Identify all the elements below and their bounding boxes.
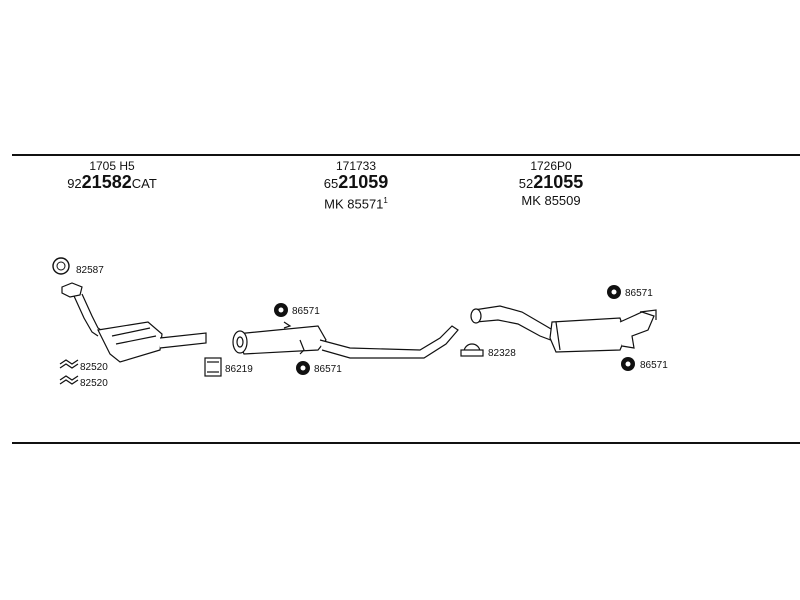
section-header-catalyst: 1705 H5 9221582CAT	[52, 159, 172, 193]
middle-silencer-prefix: 65	[323, 176, 339, 191]
rear-silencer-number: 21055	[533, 172, 584, 192]
rear-silencer-part-number: 5221055	[491, 173, 611, 193]
label-86571-c: 86571	[625, 288, 653, 299]
rear-silencer-mk: MK 85509	[521, 193, 581, 208]
middle-silencer-mk: MK 855711	[296, 193, 416, 212]
clamp-icon-82328	[460, 343, 484, 357]
section-header-rear-silencer: 1726P0 5221055 MK 85509	[491, 159, 611, 209]
catalyst-assembly	[61, 282, 207, 363]
catalyst-code: 1705 H5	[89, 159, 135, 173]
label-82520-a: 82520	[80, 362, 108, 373]
middle-silencer-number: 21059	[338, 172, 389, 192]
catalyst-suffix: CAT	[131, 176, 157, 191]
top-rule	[12, 154, 800, 156]
clamp-icon-b	[59, 375, 79, 385]
label-82520-b: 82520	[80, 378, 108, 389]
catalyst-number: 21582	[81, 172, 132, 192]
rear-silencer-prefix: 52	[518, 176, 534, 191]
rubber-mount-icon-b	[296, 361, 310, 375]
middle-silencer-code: 171733	[335, 159, 377, 173]
middle-silencer-assembly	[232, 321, 459, 359]
label-82587: 82587	[76, 265, 104, 276]
middle-silencer-mk-sup: 1	[383, 196, 388, 205]
catalyst-prefix: 92	[67, 176, 82, 191]
rear-silencer-assembly	[470, 305, 657, 353]
section-header-middle-silencer: 171733 6521059 MK 855711	[296, 159, 416, 212]
label-86219: 86219	[225, 364, 253, 375]
label-86571-b: 86571	[314, 364, 342, 375]
catalyst-part-number: 9221582CAT	[52, 173, 172, 193]
middle-silencer-mk-text: MK 85571	[324, 196, 384, 212]
rear-silencer-code: 1726P0	[530, 159, 572, 173]
label-86571-d: 86571	[640, 360, 668, 371]
rubber-mount-icon-d	[621, 357, 635, 371]
bottom-rule	[12, 442, 800, 444]
rubber-mount-icon-c	[607, 285, 621, 299]
label-82328: 82328	[488, 348, 516, 359]
bolt-clamp-icon	[204, 357, 222, 377]
label-86571-a: 86571	[292, 306, 320, 317]
middle-silencer-part-number: 6521059	[296, 173, 416, 193]
gasket-ring-icon	[52, 257, 70, 275]
rubber-mount-icon-a	[274, 303, 288, 317]
clamp-icon-a	[59, 359, 79, 369]
